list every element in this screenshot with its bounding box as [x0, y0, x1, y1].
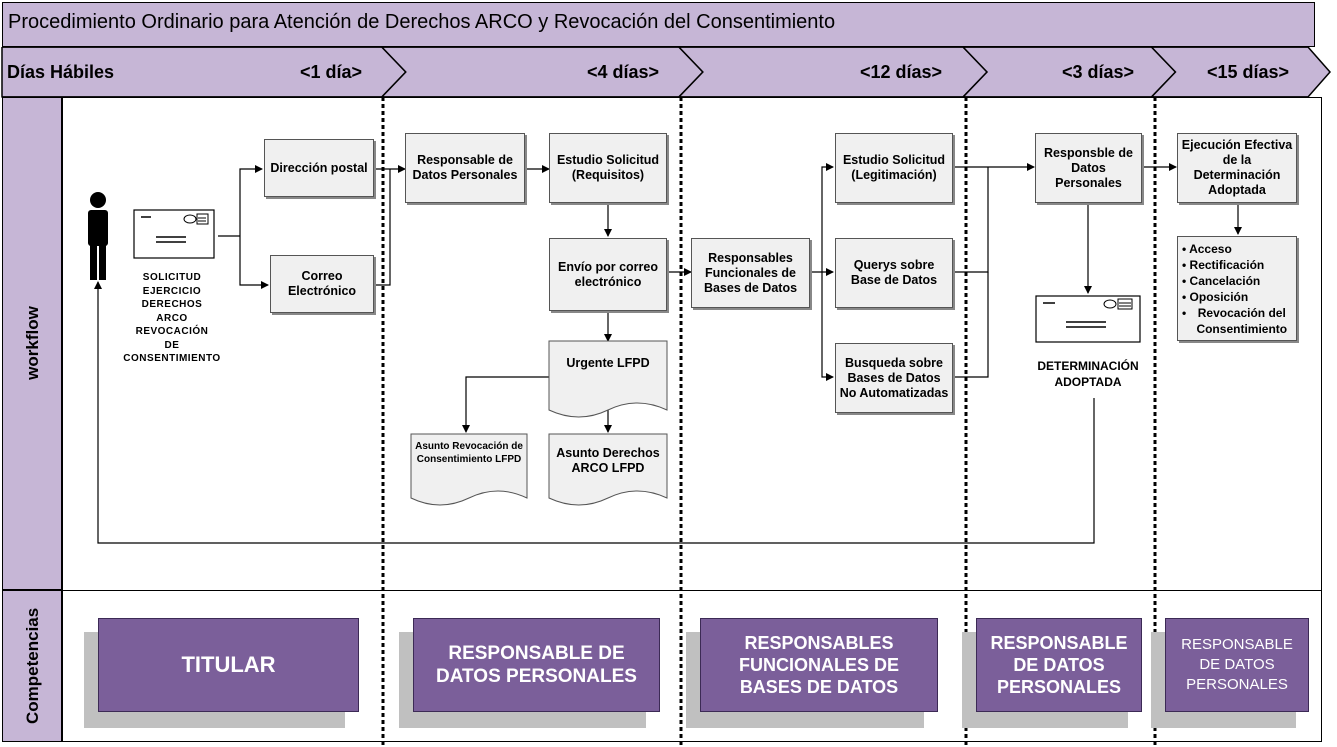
envelope-icon: [1035, 295, 1141, 343]
list-item: • Revocación del Consentimiento: [1182, 305, 1288, 336]
solicitud-label: SOLICITUD EJERCICIO DERECHOS ARCO REVOCA…: [123, 272, 221, 364]
role-responsable-datos-3: RESPONSABLE DE DATOS PERSONALES: [1165, 618, 1309, 712]
main-frame: [62, 97, 1322, 742]
person-icon: [88, 192, 108, 280]
busqueda-box: Busqueda sobre Bases de Datos No Automat…: [835, 343, 953, 413]
responsables-funcionales-box: Responsables Funcionales de Bases de Dat…: [691, 238, 810, 308]
phase-5-days: <15 días>: [1207, 62, 1290, 82]
list-item: • Oposición: [1182, 289, 1249, 304]
phase-3-days: <12 días>: [860, 62, 943, 82]
dias-habiles-label: Días Hábiles: [7, 62, 115, 82]
phase-2-days: <4 días>: [587, 62, 660, 82]
envio-correo-box: Envío por correo electrónico: [549, 238, 667, 311]
urgente-label: Urgente LFPD: [566, 356, 650, 370]
envelope-icon: [133, 209, 215, 259]
list-item: • Acceso: [1182, 241, 1232, 256]
revocacion-document: [410, 433, 528, 506]
title-bar: [2, 2, 1315, 47]
phase-1-days: <1 día>: [300, 62, 363, 82]
estudio-requisitos-box: Estudio Solicitud (Requisitos): [549, 133, 667, 203]
list-item: • Rectificación: [1182, 257, 1265, 272]
asunto-revocacion-label: Asunto Revocación de Consentimiento LFPD: [415, 441, 523, 465]
ejecucion-box: Ejecución Efectiva de la Determinación A…: [1177, 133, 1297, 203]
correo-electronico-box: Correo Electrónico: [270, 255, 374, 313]
role-responsables-funcionales: RESPONSABLES FUNCIONALES DE BASES DE DAT…: [700, 618, 938, 712]
querys-box: Querys sobre Base de Datos: [835, 238, 953, 308]
list-item: • Cancelación: [1182, 273, 1261, 288]
responsable-datos-box-1: Responsable de Datos Personales: [405, 133, 525, 203]
role-responsable-datos-1: RESPONSABLE DE DATOS PERSONALES: [413, 618, 660, 712]
page-title: Procedimiento Ordinario para Atención de…: [8, 11, 836, 33]
direccion-postal-box: Dirección postal: [264, 139, 374, 197]
role-responsable-datos-2: RESPONSABLE DE DATOS PERSONALES: [976, 618, 1142, 712]
estudio-legitimacion-box: Estudio Solicitud (Legitimación): [835, 133, 953, 203]
derechos-list-box: • Acceso • Rectificación • Cancelación •…: [1177, 236, 1297, 341]
responsable-datos-box-2: Responsble de Datos Personales: [1035, 133, 1142, 203]
asunto-arco-label: Asunto Derechos ARCO LFPD: [556, 446, 660, 475]
role-titular: TITULAR: [98, 618, 359, 712]
determinacion-label: DETERMINACIÓN ADOPTADA: [1037, 359, 1139, 389]
days-header: [1, 47, 1332, 98]
phase-4-days: <3 días>: [1062, 62, 1135, 82]
urgente-document: [548, 340, 668, 418]
competencias-lane-header: Competencias: [2, 590, 62, 742]
arco-document: [548, 433, 668, 506]
workflow-lane-header: workflow: [2, 97, 62, 590]
lane-divider: [62, 590, 1322, 591]
